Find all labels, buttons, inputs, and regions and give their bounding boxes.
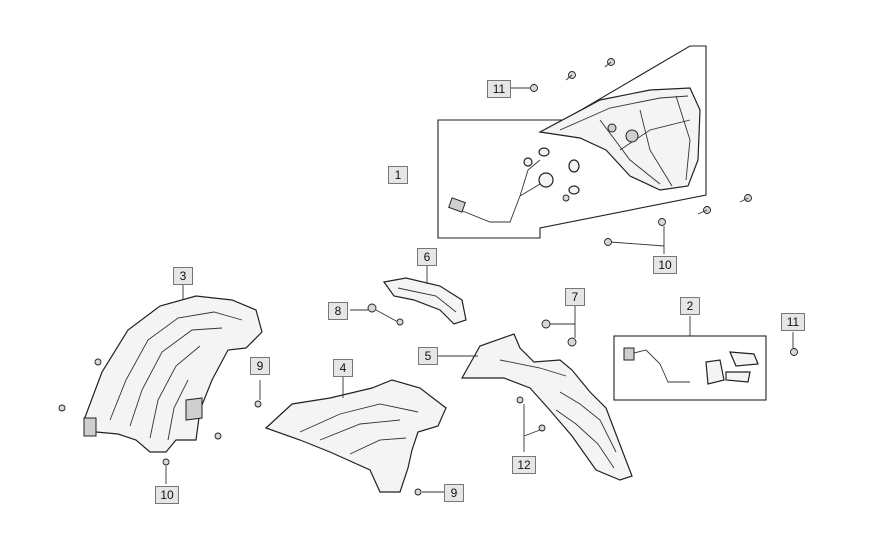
callout-8: 8 — [328, 302, 348, 320]
callout-6: 6 — [417, 248, 437, 266]
callout-4: 4 — [333, 359, 353, 377]
callout-10-right: 10 — [653, 256, 677, 274]
license-light-assembly — [613, 316, 767, 401]
under-tray — [254, 377, 447, 496]
callout-7: 7 — [565, 288, 585, 306]
tail-light-assembly — [437, 45, 707, 239]
callout-1: 1 — [388, 166, 408, 184]
screw-right — [790, 332, 798, 356]
screws-right — [604, 194, 752, 254]
screws-top — [510, 58, 615, 92]
rear-fender — [58, 285, 263, 484]
nuts — [541, 306, 577, 347]
callout-2: 2 — [680, 297, 700, 315]
bracket — [382, 266, 467, 325]
callout-11-top: 11 — [487, 80, 511, 98]
grommet — [350, 303, 404, 326]
callout-3: 3 — [173, 267, 193, 285]
callout-11-right: 11 — [781, 313, 805, 331]
license-bracket — [438, 333, 633, 481]
callout-5: 5 — [418, 347, 438, 365]
callout-9-bottom: 9 — [444, 484, 464, 502]
tail-light-frame — [437, 45, 707, 239]
callout-12: 12 — [512, 456, 536, 474]
callout-9-left: 9 — [250, 357, 270, 375]
callout-10-left: 10 — [155, 486, 179, 504]
